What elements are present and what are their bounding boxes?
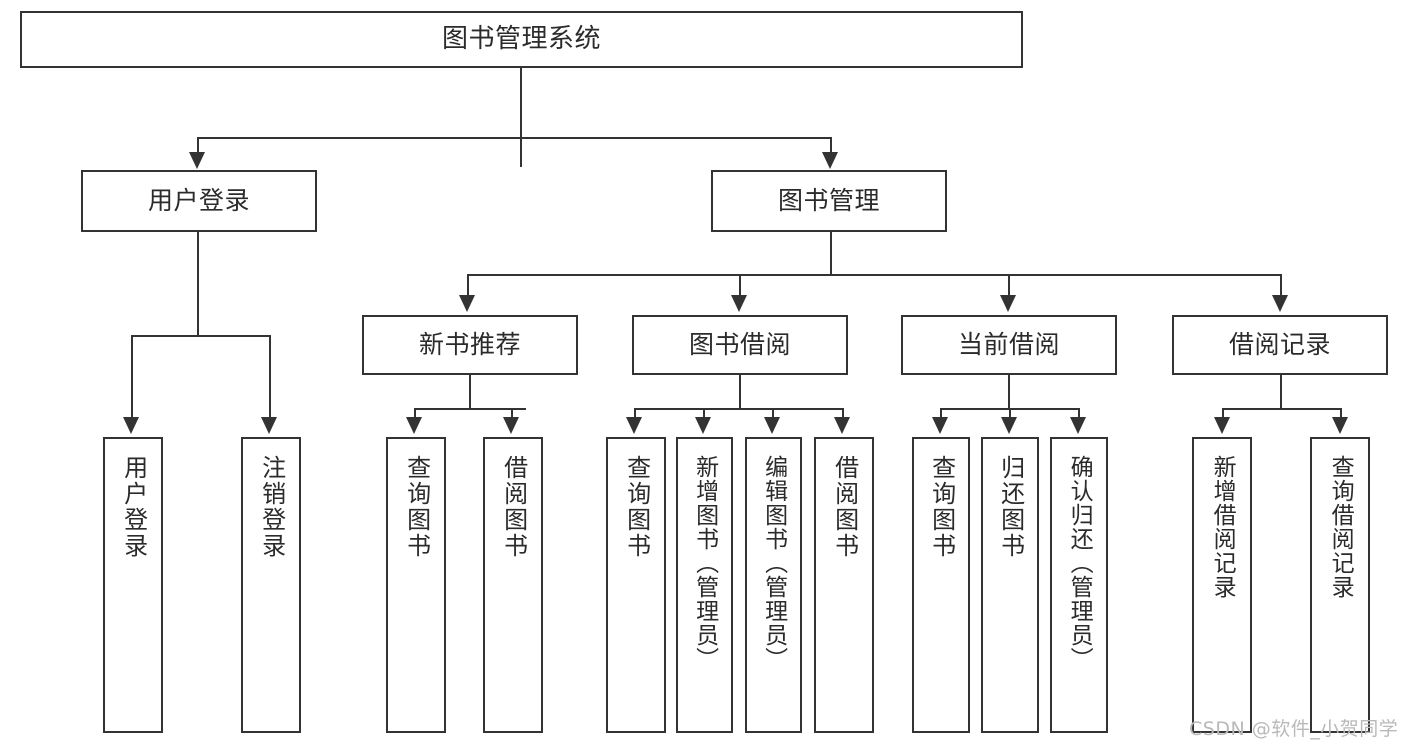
arrow-to-leaf-query-book-2	[626, 417, 642, 434]
connector-root-bus	[197, 137, 830, 139]
connector-root-to-user-login	[197, 137, 199, 154]
connector-new-book-recommend-stem	[469, 375, 471, 409]
arrow-to-leaf-add-borrow-record	[1214, 417, 1230, 434]
node-leaf-user-login-label: 用户登录	[119, 455, 148, 559]
arrow-to-leaf-confirm-return-admin	[1070, 417, 1086, 434]
connector-user-login-right	[269, 335, 271, 418]
connector-new-book-recommend-bus	[414, 408, 526, 410]
node-book-borrow-label: 图书借阅	[688, 330, 791, 360]
node-leaf-borrow-book-2[interactable]: 借阅图书	[814, 437, 874, 733]
node-leaf-user-login[interactable]: 用户登录	[103, 437, 163, 733]
connector-br-2	[1340, 408, 1342, 418]
node-leaf-confirm-return-admin[interactable]: 确认归还（管理员）	[1050, 437, 1108, 733]
csdn-watermark: CSDN @软件_小贺同学	[1189, 718, 1399, 740]
node-leaf-add-book-admin-label: 新增图书（管理员）	[691, 455, 718, 671]
connector-borrow-record-stem	[1280, 375, 1282, 409]
node-leaf-return-book[interactable]: 归还图书	[981, 437, 1039, 733]
arrow-to-leaf-add-book-admin	[695, 417, 711, 434]
connector-borrow-record-bus	[1222, 408, 1340, 410]
node-current-borrow-label: 当前借阅	[957, 330, 1060, 360]
connector-to-book-borrow	[739, 274, 741, 296]
connector-root-stem	[520, 68, 522, 167]
node-user-login[interactable]: 用户登录	[81, 170, 317, 232]
node-book-management[interactable]: 图书管理	[711, 170, 947, 232]
arrow-to-leaf-borrow-book-1	[503, 417, 519, 434]
node-current-borrow[interactable]: 当前借阅	[901, 315, 1117, 375]
connector-to-current-borrow	[1008, 274, 1010, 296]
node-leaf-query-book-1[interactable]: 查询图书	[386, 437, 446, 733]
node-leaf-query-book-2-label: 查询图书	[622, 455, 651, 559]
connector-nbr-right	[511, 408, 513, 418]
connector-bb-2	[703, 408, 705, 418]
arrow-to-new-book-recommend	[459, 295, 475, 312]
connector-bb-4	[842, 408, 844, 418]
node-new-book-recommend[interactable]: 新书推荐	[362, 315, 578, 375]
connector-book-borrow-bus	[634, 408, 842, 410]
connector-to-borrow-record	[1280, 274, 1282, 296]
connector-bb-3	[772, 408, 774, 418]
node-leaf-borrow-book-1[interactable]: 借阅图书	[483, 437, 543, 733]
arrow-to-leaf-borrow-book-2	[834, 417, 850, 434]
arrow-to-leaf-user-login	[123, 417, 139, 434]
connector-cb-3	[1078, 408, 1080, 418]
arrow-to-leaf-logout-login	[261, 417, 277, 434]
node-leaf-edit-book-admin[interactable]: 编辑图书（管理员）	[745, 437, 802, 733]
connector-nbr-left	[414, 408, 416, 418]
node-leaf-edit-book-admin-label: 编辑图书（管理员）	[760, 455, 787, 671]
connector-bb-1	[634, 408, 636, 418]
arrow-to-leaf-edit-book-admin	[764, 417, 780, 434]
node-book-management-label: 图书管理	[777, 186, 880, 216]
node-leaf-query-book-1-label: 查询图书	[402, 455, 431, 559]
arrow-to-leaf-query-borrow-record	[1332, 417, 1348, 434]
node-leaf-query-borrow-record[interactable]: 查询借阅记录	[1310, 437, 1370, 733]
arrow-root-to-user-login	[189, 152, 205, 169]
node-leaf-logout-login-label: 注销登录	[257, 455, 286, 559]
node-user-login-label: 用户登录	[147, 186, 250, 216]
node-borrow-record-label: 借阅记录	[1228, 330, 1331, 360]
arrow-to-leaf-query-book-3	[932, 417, 948, 434]
connector-br-1	[1222, 408, 1224, 418]
connector-user-login-bus	[131, 335, 271, 337]
node-leaf-add-book-admin[interactable]: 新增图书（管理员）	[676, 437, 733, 733]
arrow-root-to-book-management	[822, 152, 838, 169]
node-leaf-borrow-book-1-label: 借阅图书	[499, 455, 528, 559]
arrow-to-borrow-record	[1272, 295, 1288, 312]
connector-book-management-stem	[830, 232, 832, 276]
connector-to-new-book-recommend	[467, 274, 469, 296]
node-leaf-logout-login[interactable]: 注销登录	[241, 437, 301, 733]
node-root[interactable]: 图书管理系统	[20, 11, 1023, 68]
node-borrow-record[interactable]: 借阅记录	[1172, 315, 1388, 375]
node-leaf-borrow-book-2-label: 借阅图书	[830, 455, 859, 559]
connector-user-login-left	[131, 335, 133, 418]
node-book-borrow[interactable]: 图书借阅	[632, 315, 848, 375]
connector-user-login-stem	[197, 232, 199, 335]
connector-root-to-book-management	[830, 137, 832, 154]
node-leaf-query-borrow-record-label: 查询借阅记录	[1327, 455, 1354, 599]
connector-book-borrow-stem	[739, 375, 741, 409]
node-new-book-recommend-label: 新书推荐	[418, 330, 521, 360]
node-leaf-add-borrow-record-label: 新增借阅记录	[1209, 455, 1236, 599]
connector-level2-bus	[467, 274, 1280, 276]
arrow-to-leaf-return-book	[1001, 417, 1017, 434]
node-root-label: 图书管理系统	[441, 24, 601, 55]
node-leaf-confirm-return-admin-label: 确认归还（管理员）	[1066, 455, 1093, 671]
connector-current-borrow-stem	[1008, 375, 1010, 409]
connector-cb-2	[1009, 408, 1011, 418]
connector-cb-1	[940, 408, 942, 418]
arrow-to-book-borrow	[731, 295, 747, 312]
node-leaf-query-book-3-label: 查询图书	[927, 455, 956, 559]
arrow-to-leaf-query-book-1	[406, 417, 422, 434]
node-leaf-return-book-label: 归还图书	[996, 455, 1025, 559]
node-leaf-add-borrow-record[interactable]: 新增借阅记录	[1192, 437, 1252, 733]
arrow-to-current-borrow	[1000, 295, 1016, 312]
node-leaf-query-book-2[interactable]: 查询图书	[606, 437, 666, 733]
node-leaf-query-book-3[interactable]: 查询图书	[912, 437, 970, 733]
